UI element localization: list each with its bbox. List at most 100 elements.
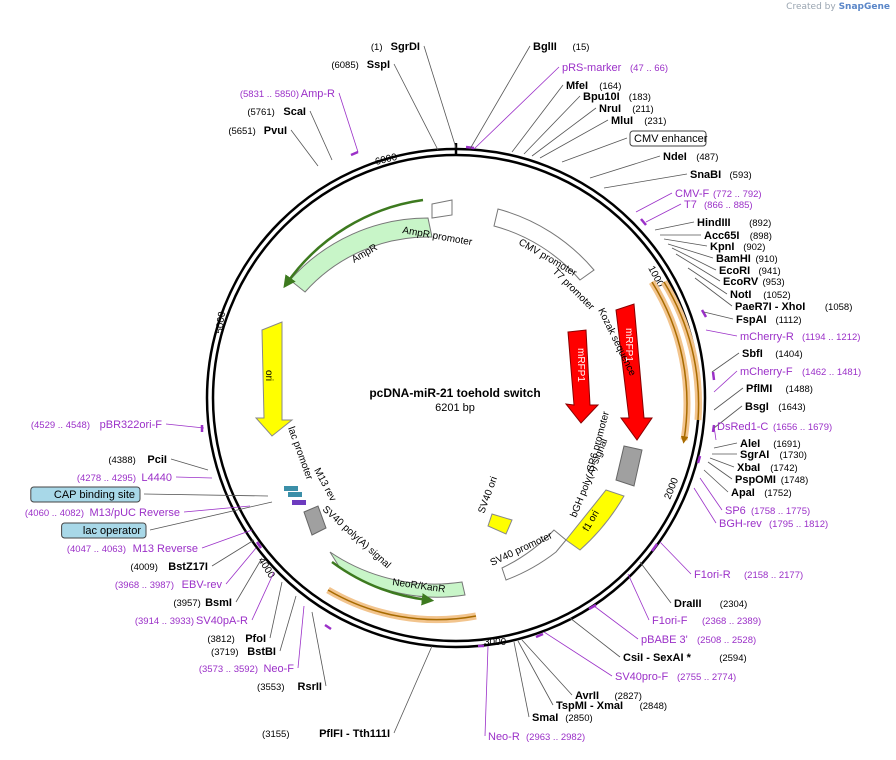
primer-label: Amp-R xyxy=(301,88,335,100)
leader-4 xyxy=(531,107,597,157)
feature-sv40-ori xyxy=(487,513,513,535)
leader-l-16 xyxy=(269,581,283,639)
leader-16 xyxy=(675,253,721,282)
enzyme-label: BglII xyxy=(533,41,557,53)
site-position: (3573 .. 3592) xyxy=(199,664,258,675)
primer-label: Neo-F xyxy=(263,663,294,675)
enzyme-label: BamHI xyxy=(716,253,751,265)
m13-mark xyxy=(292,500,306,505)
snapgene-brand: SnapGene xyxy=(838,2,890,12)
orf-arc-1 xyxy=(651,281,689,444)
leader-18 xyxy=(694,277,733,307)
site-position: (1058) xyxy=(825,302,852,313)
site-position: (2368 .. 2389) xyxy=(702,616,761,627)
primer-label: T7 xyxy=(684,199,697,211)
primer-label: M13 Reverse xyxy=(133,543,198,555)
site-position: (4278 .. 4295) xyxy=(77,473,136,484)
site-position: (1643) xyxy=(778,402,805,413)
primer-label: L4440 xyxy=(141,472,172,484)
leader-l-9 xyxy=(183,505,251,513)
enzyme-label: HindIII xyxy=(697,217,731,229)
enzyme-label: MfeI xyxy=(566,80,588,92)
leader-7 xyxy=(589,155,661,179)
site-position: (1748) xyxy=(781,475,808,486)
leader-l-14 xyxy=(235,557,263,603)
site-position: (2755 .. 2774) xyxy=(677,672,736,683)
primer-label: SV40pA-R xyxy=(196,615,248,627)
enzyme-label: RsrII xyxy=(298,681,322,693)
primer-label: CMV-F xyxy=(675,188,710,200)
site-position: (3957) xyxy=(173,598,200,609)
leader-22 xyxy=(713,370,738,393)
leader-13 xyxy=(663,238,708,247)
feature-label-l-10: lac operator xyxy=(83,525,141,537)
leader-l-3 xyxy=(309,110,333,161)
leader-10 xyxy=(645,203,682,223)
site-position: (6085) xyxy=(331,60,358,71)
enzyme-label: BsmI xyxy=(205,597,232,609)
cap-site-mark xyxy=(284,486,298,491)
leader-l-19 xyxy=(311,611,327,687)
leader-8 xyxy=(603,173,688,189)
enzyme-label: PflFI - Tth111I xyxy=(319,728,390,740)
site-position: (1758 .. 1775) xyxy=(751,506,810,517)
tick-3000: 3000 xyxy=(484,637,507,648)
enzyme-label: PciI xyxy=(147,454,167,466)
leader-9 xyxy=(635,192,673,213)
primer-label: mCherry-R xyxy=(740,331,794,343)
enzyme-label: Bpu10I xyxy=(583,91,620,103)
site-position: (898) xyxy=(750,231,772,242)
site-position: (2508 .. 2528) xyxy=(697,635,756,646)
enzyme-label: PvuI xyxy=(264,125,287,137)
site-position: (5831 .. 5850) xyxy=(240,89,299,100)
leader-l-17 xyxy=(279,595,297,652)
site-position: (2850) xyxy=(565,713,592,724)
leader-0 xyxy=(469,45,531,150)
enzyme-label: XbaI xyxy=(737,462,760,474)
box-l-10 xyxy=(61,522,147,539)
feature-label-6: CMV enhancer xyxy=(634,133,708,145)
site-position: (2827) xyxy=(615,691,642,702)
right-labels: BglII(15)pRS-marker(47 .. 66)MfeI(164)Bp… xyxy=(488,41,861,743)
enzyme-label: SnaBI xyxy=(690,169,721,181)
site-position: (183) xyxy=(629,92,651,103)
site-position: (1404) xyxy=(775,349,802,360)
leader-l-8 xyxy=(143,493,269,497)
site-position: (941) xyxy=(759,266,781,277)
site-position: (4009) xyxy=(130,562,157,573)
site-position: (1488) xyxy=(786,384,813,395)
primer-ticks xyxy=(200,145,716,648)
enzyme-label: SspI xyxy=(367,59,390,71)
leader-3 xyxy=(523,95,581,155)
left-labels: SgrDI(1)SspI(6085)Amp-R(5831 .. 5850)Sca… xyxy=(25,41,420,740)
leader-l-10 xyxy=(149,501,273,531)
feature-mrfp1-a xyxy=(564,329,600,424)
site-position: (4060 .. 4082) xyxy=(25,508,84,519)
site-position: (772 .. 792) xyxy=(713,189,762,200)
primer-label: BGH-rev xyxy=(719,518,762,530)
site-position: (5761) xyxy=(247,107,274,118)
leader-26 xyxy=(713,442,738,449)
leader-38 xyxy=(543,631,613,677)
leader-41 xyxy=(513,641,530,718)
leader-2 xyxy=(511,84,564,153)
site-position: (3553) xyxy=(257,682,284,693)
leader-24 xyxy=(713,405,743,429)
enzyme-label: ApaI xyxy=(731,487,755,499)
site-position: (231) xyxy=(644,116,666,127)
site-position: (4047 .. 4063) xyxy=(67,544,126,555)
label-lac-promoter: lac promoter xyxy=(285,425,315,482)
feature-cmv-promoter xyxy=(493,208,595,281)
primer-label: Neo-R xyxy=(488,731,520,743)
site-position: (47 .. 66) xyxy=(630,63,668,74)
site-position: (910) xyxy=(756,254,778,265)
enzyme-label: BsgI xyxy=(745,401,769,413)
enzyme-label: SgrAI xyxy=(740,449,769,461)
orf-arc-2 xyxy=(663,281,700,421)
leader-40 xyxy=(517,640,554,706)
feature-ampr-promoter xyxy=(431,199,453,219)
enzyme-label: CsiI - SexAI * xyxy=(623,652,692,664)
primer-label: EBV-rev xyxy=(182,579,223,591)
label-ori: ori xyxy=(263,370,274,381)
site-position: (211) xyxy=(632,104,653,115)
